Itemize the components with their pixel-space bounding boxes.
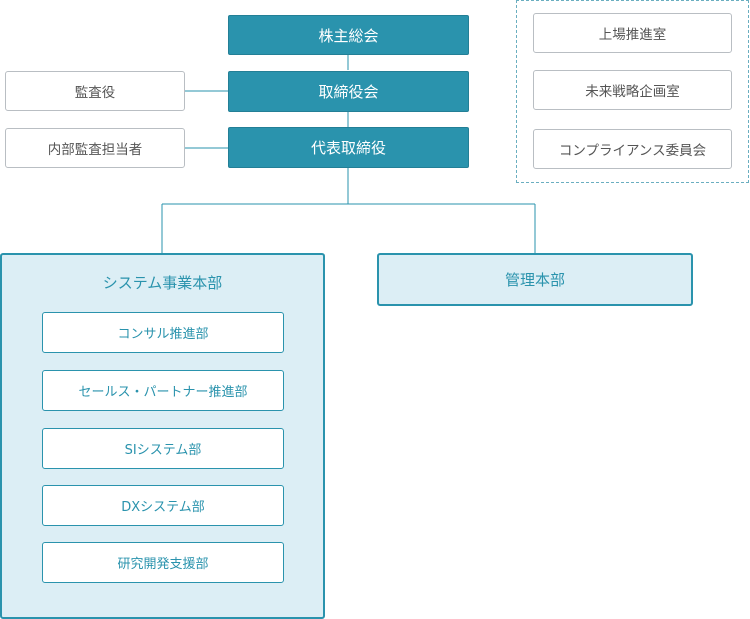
ceo-box: 代表取締役 (228, 127, 469, 168)
staff-office-box: コンプライアンス委員会 (533, 129, 732, 169)
division-unit-label: SIシステム部 (124, 443, 202, 458)
division-unit-label: DXシステム部 (121, 500, 205, 515)
division-unit-box: 研究開発支援部 (42, 542, 284, 583)
admin-division-box: 管理本部 (377, 253, 693, 306)
division-unit-label: コンサル推進部 (117, 327, 209, 342)
division-unit-box: SIシステム部 (42, 428, 284, 469)
internal-auditor-box: 内部監査担当者 (5, 128, 185, 168)
division-unit-label: セールス・パートナー推進部 (78, 385, 248, 400)
board-of-directors-label: 取締役会 (318, 83, 379, 101)
division-unit-box: セールス・パートナー推進部 (42, 370, 284, 411)
admin-division-title: 管理本部 (504, 271, 565, 289)
staff-office-label: コンプライアンス委員会 (558, 143, 707, 159)
division-unit-box: DXシステム部 (42, 485, 284, 526)
system-division-title: システム事業本部 (102, 274, 223, 292)
internal-auditor-label: 内部監査担当者 (47, 142, 143, 158)
system-division-box: システム事業本部 コンサル推進部 セールス・パートナー推進部 SIシステム部 D… (0, 253, 325, 619)
division-unit-label: 研究開発支援部 (117, 557, 209, 572)
shareholders-meeting-box: 株主総会 (228, 15, 469, 55)
auditor-box: 監査役 (5, 71, 185, 111)
staff-offices-group (516, 0, 749, 183)
auditor-label: 監査役 (74, 85, 116, 101)
staff-office-box: 未来戦略企画室 (533, 70, 732, 110)
staff-office-label: 上場推進室 (598, 27, 667, 43)
ceo-label: 代表取締役 (310, 139, 386, 157)
staff-office-box: 上場推進室 (533, 13, 732, 53)
staff-office-label: 未来戦略企画室 (585, 84, 680, 100)
board-of-directors-box: 取締役会 (228, 71, 469, 112)
shareholders-meeting-label: 株主総会 (318, 26, 379, 45)
division-unit-box: コンサル推進部 (42, 312, 284, 353)
